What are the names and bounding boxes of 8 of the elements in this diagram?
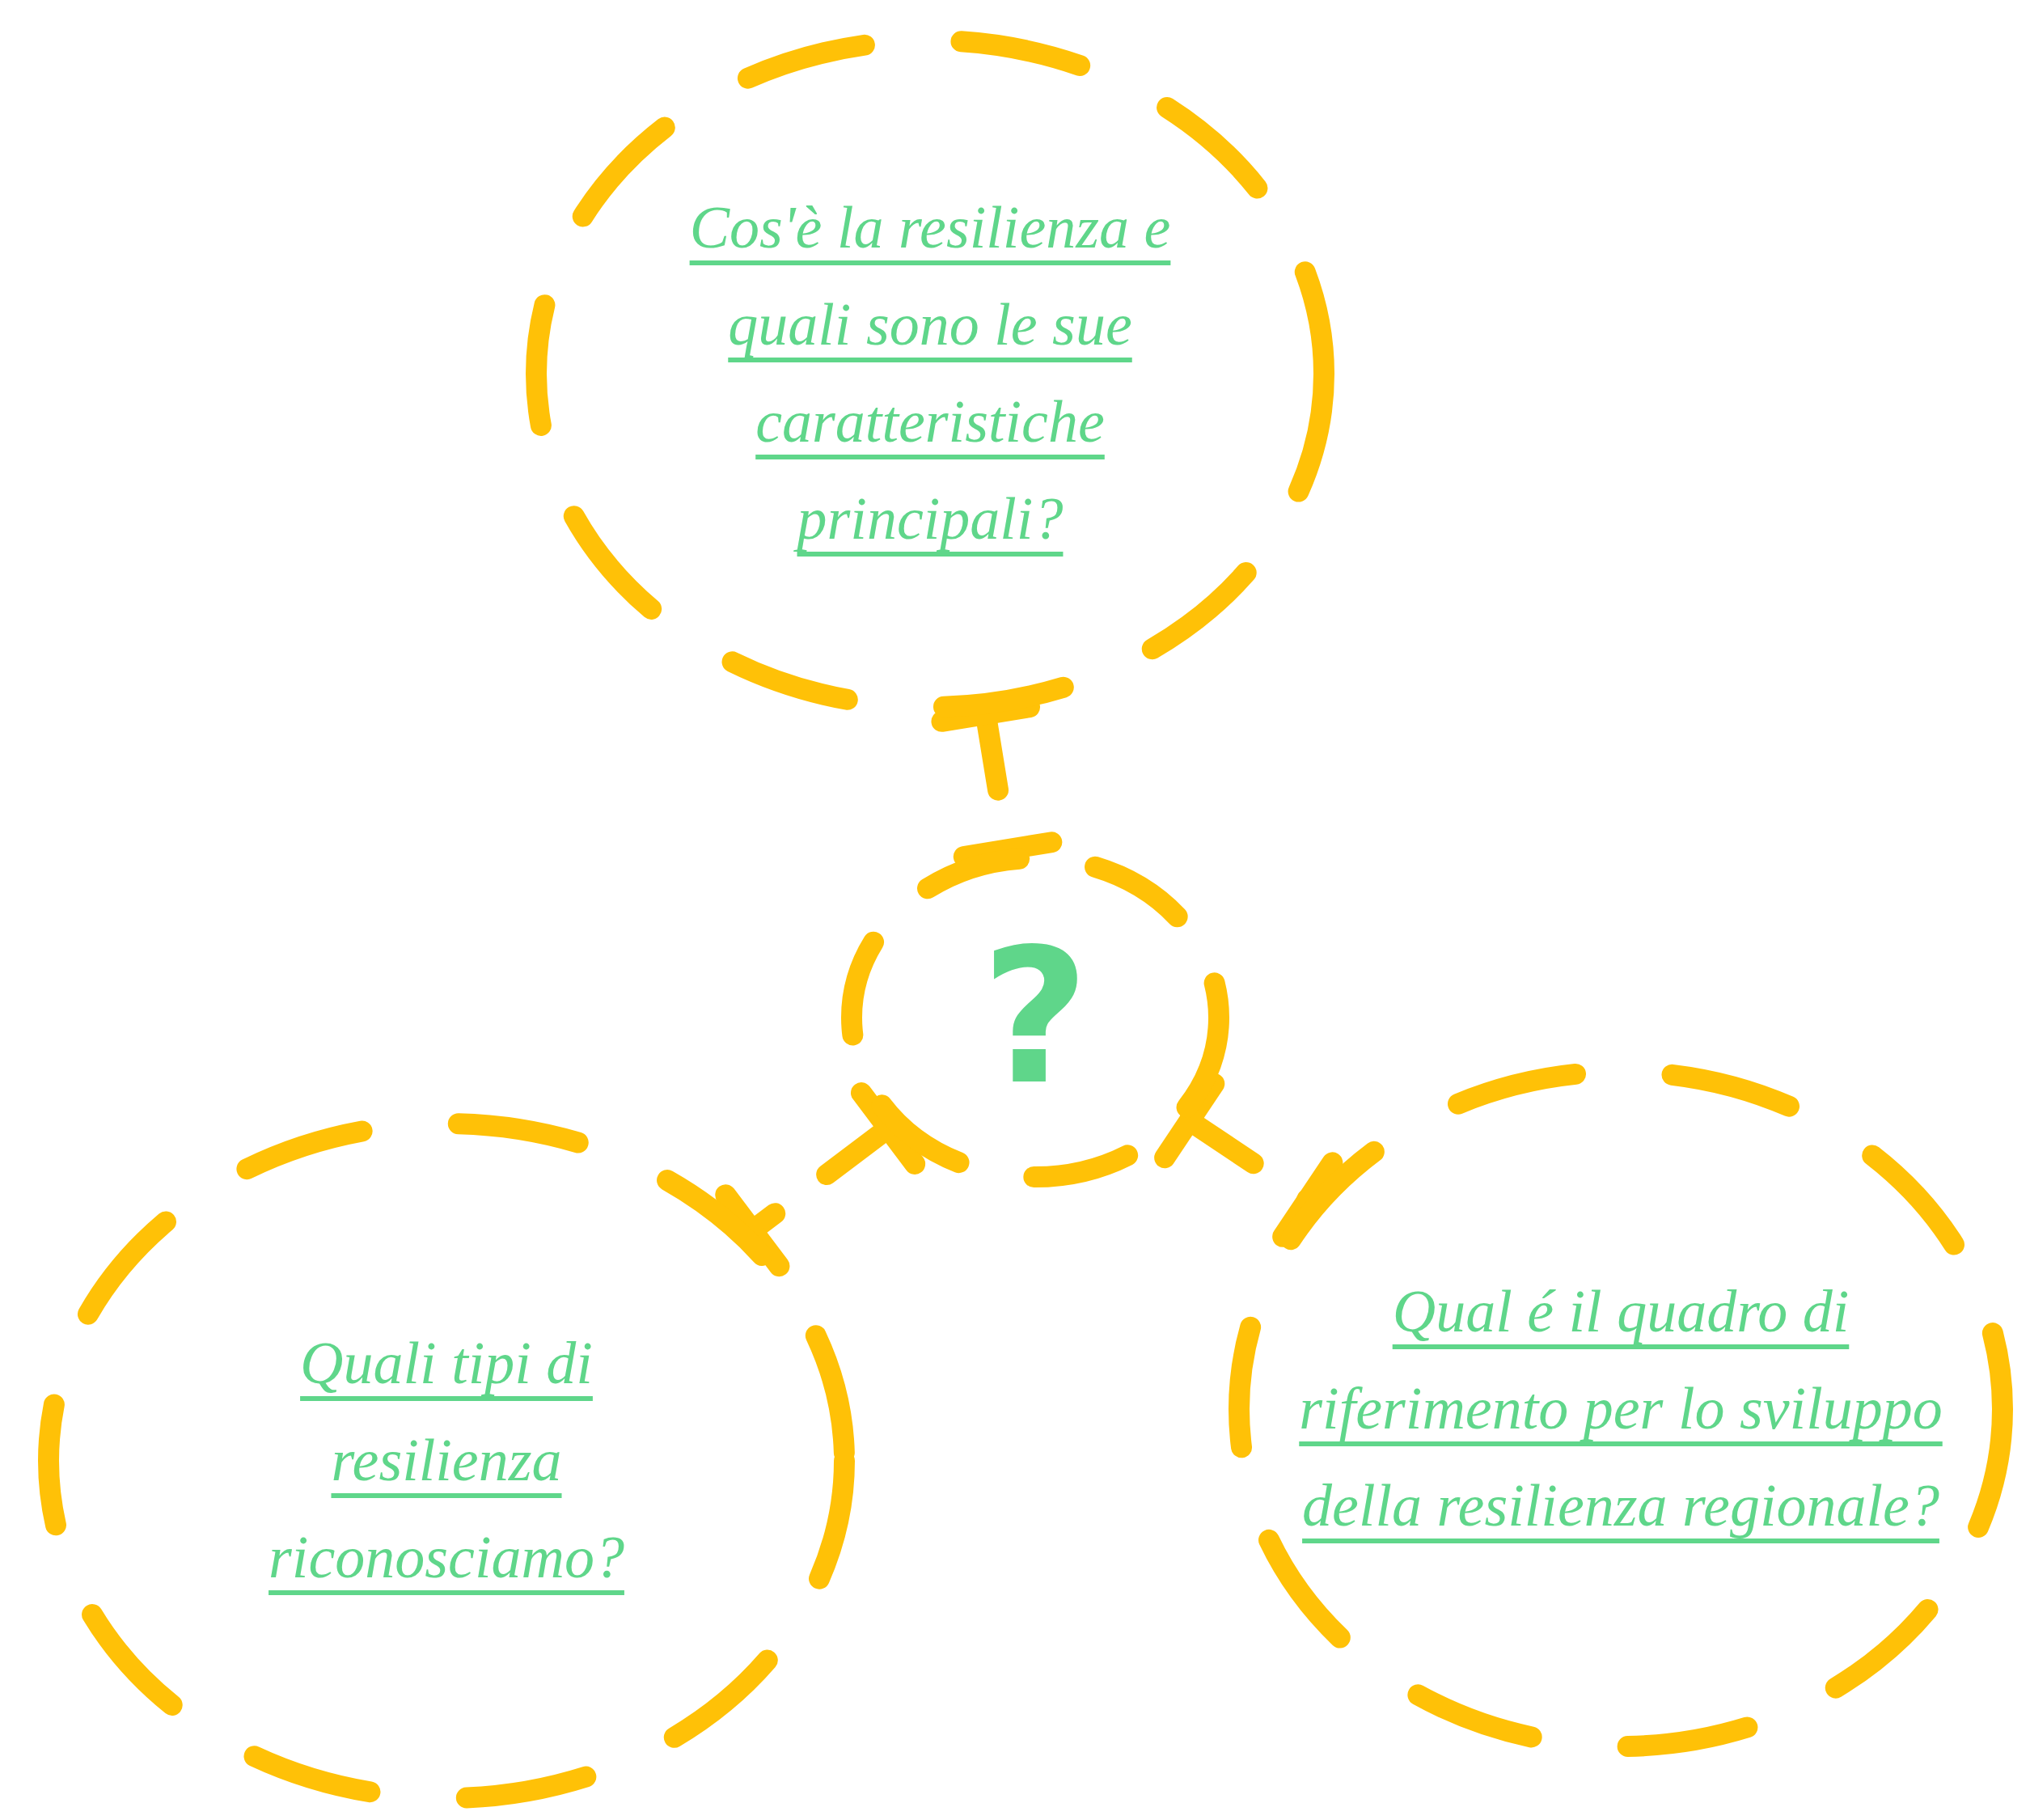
question-mark: ? — [981, 925, 1089, 1111]
dashed-circle — [1229, 1061, 2013, 1757]
connector-line — [715, 1082, 926, 1277]
connector-line — [1154, 1073, 1343, 1247]
question-text: Qual é il quadro di riferimento per lo sviluppo della resilienza regionale? — [1298, 1277, 1943, 1540]
question-text: Quali tipi di resilienza riconosciamo? — [268, 1329, 625, 1592]
question-text: Cos'è la resilienza e quali sono le sue caratteristiche principali? — [688, 193, 1172, 553]
dashed-circle — [38, 1113, 855, 1809]
